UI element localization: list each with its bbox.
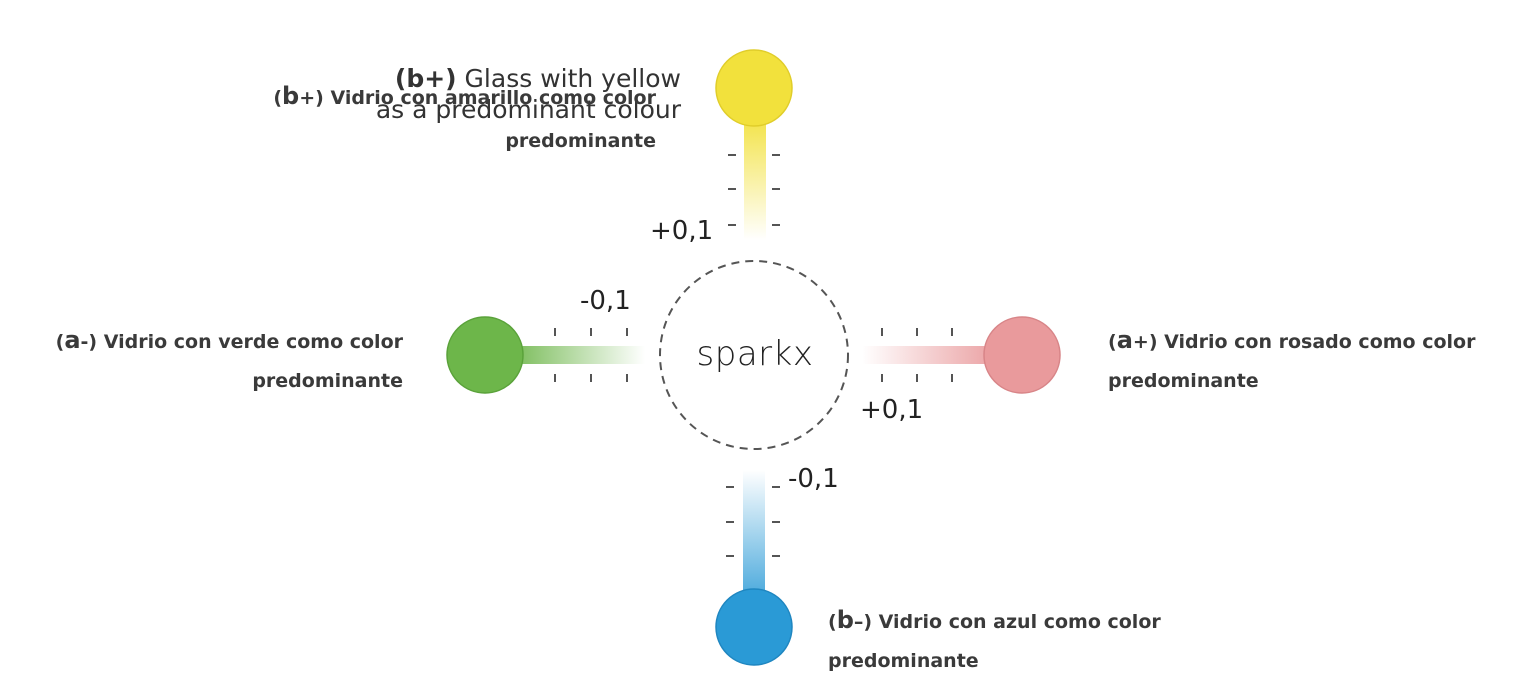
b-plus-tick-marks: [728, 154, 780, 226]
b-plus-spanish-label: (b+) Vidrio con amarillo como color pred…: [273, 84, 656, 151]
b-minus-spanish-line2: predominante: [828, 650, 979, 672]
b-plus-english-text: Glass with yellow: [456, 64, 681, 93]
b-minus-sign: –: [853, 611, 864, 633]
center-dashed-circle: [659, 260, 849, 450]
a-plus-spanish-line1: (a+) Vidrio con rosado como color: [1108, 326, 1476, 354]
b-plus-yellow-circle: [715, 49, 793, 127]
a-plus-spanish-line2: predominante: [1108, 370, 1259, 392]
a-minus-spanish-text: Vidrio con verde como color: [97, 331, 403, 353]
b-minus-blue-circle: [715, 588, 793, 666]
b-minus-spanish-text: Vidrio con azul como color: [872, 611, 1161, 633]
a-plus-spanish-label: (a+) Vidrio con rosado como color predom…: [1108, 328, 1475, 391]
logo-text: sparkx: [696, 334, 814, 374]
a-minus-axis-bar: [500, 346, 645, 364]
a-plus-pink-circle: [983, 316, 1061, 394]
b-plus-spanish-line1: (b+) Vidrio con amarillo como color: [273, 82, 656, 110]
a-minus-tick-marks: [554, 328, 628, 382]
b-minus-spanish-line1: (b–) Vidrio con azul como color: [828, 606, 1161, 634]
b-plus-english-line2: as a predominant colour: [375, 95, 681, 124]
b-minus-tick-marks: [726, 486, 780, 557]
a-minus-sign: -: [80, 331, 89, 353]
b-plus-axis-bar: [744, 110, 766, 240]
b-minus-axis-bar: [743, 470, 765, 620]
b-plus-english-line1: (b+) Glass with yellow: [376, 66, 681, 91]
b-minus-spanish-label: (b–) Vidrio con azul como color predomin…: [828, 608, 1161, 671]
a-plus-tick-marks: [881, 328, 953, 382]
a-minus-tick-value: -0,1: [580, 286, 631, 316]
sparkx-logo: sparkx: [690, 334, 820, 374]
a-minus-spanish-label: (a-) Vidrio con verde como color predomi…: [56, 328, 403, 391]
a-plus-axis-bar: [862, 346, 1007, 364]
a-minus-green-circle: [446, 316, 524, 394]
b-plus-tick-value: +0,1: [650, 216, 714, 246]
a-plus-spanish-text: Vidrio con rosado como color: [1157, 331, 1476, 353]
a-minus-spanish-line2: predominante: [252, 370, 403, 392]
b-plus-sign: +: [299, 87, 316, 109]
b-plus-english-code: (b+): [394, 64, 457, 93]
a-minus-letter: a: [64, 326, 81, 354]
a-plus-tick-value: +0,1: [860, 395, 924, 425]
b-plus-spanish-line2: predominante: [505, 130, 656, 152]
b-minus-tick-value: -0,1: [788, 464, 839, 494]
b-plus-english-label: (b+) Glass with yellow as a predominant …: [376, 66, 681, 122]
b-plus-spanish-text: Vidrio con amarillo como color: [323, 87, 656, 109]
b-minus-letter: b: [836, 606, 854, 634]
a-minus-spanish-line1: (a-) Vidrio con verde como color: [55, 326, 403, 354]
a-plus-letter: a: [1116, 326, 1133, 354]
a-plus-sign: +: [1132, 331, 1149, 353]
b-plus-letter: b: [282, 82, 300, 110]
